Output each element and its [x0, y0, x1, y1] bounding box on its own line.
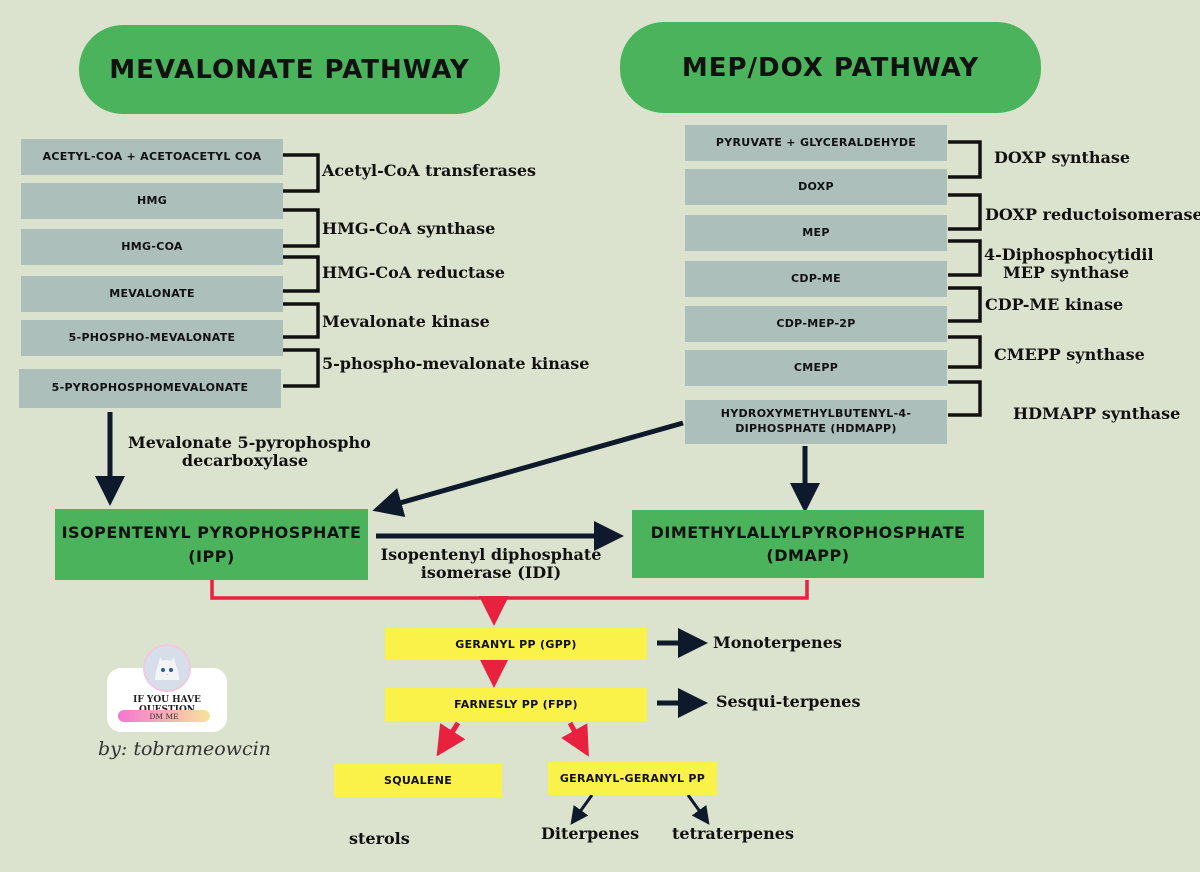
mep-step-3: MEP — [685, 215, 947, 251]
mevalonate-step-6: 5-PYROPHOSPHOMEVALONATE — [19, 369, 281, 408]
enzyme-acetyl-coa-transferases: Acetyl-CoA transferases — [322, 161, 537, 180]
enzyme-cdp-synthase: 4-Diphosphocytidil MEP synthase — [984, 245, 1154, 282]
bracket-mevalonate-kinase — [283, 302, 320, 339]
mevalonate-step-2: HMG — [21, 183, 283, 219]
mep-step-6: CMEPP — [685, 350, 947, 386]
output-monoterpenes: Monoterpenes — [713, 633, 842, 652]
dmapp-box: DIMETHYLALLYLPYROPHOSPHATE (DMAPP) — [632, 510, 984, 578]
enzyme-phospho-mevalonate-kinase: 5-phospho-mevalonate kinase — [322, 354, 590, 373]
ipp-line1: ISOPENTENYL PYROPHOSPHATE — [61, 523, 362, 543]
mevalonate-pathway-title: MEVALONATE PATHWAY — [79, 25, 500, 114]
squalene-box: SQUALENE — [334, 764, 502, 797]
mevalonate-step-3: HMG-COA — [21, 229, 283, 265]
mevalonate-step-1: ACETYL-COA + ACETOACETYL COA — [21, 139, 283, 175]
arrow-ggpp-to-diterpenes — [570, 794, 594, 825]
enzyme-cmepp-synthase: CMEPP synthase — [994, 345, 1145, 364]
ggpp-box: GERANYL-GERANYL PP — [548, 762, 717, 795]
enzyme-decarboxylase: Mevalonate 5-pyrophospho decarboxylase — [128, 433, 371, 470]
bracket-doxp-synthase — [948, 140, 982, 179]
enzyme-cdp-me-kinase: CDP-ME kinase — [985, 295, 1124, 314]
enzyme-isomerase: Isopentenyl diphosphate isomerase (IDI) — [374, 546, 608, 581]
enzyme-mevalonate-kinase: Mevalonate kinase — [322, 312, 490, 331]
gpp-box: GERANYL PP (GPP) — [385, 628, 647, 660]
enzyme-isomerase-line2: isomerase (IDI) — [420, 562, 562, 582]
mep-step-7: HYDROXYMETHYLBUTENYL-4- DIPHOSPHATE (HDM… — [685, 400, 947, 444]
fpp-box: FARNESLY PP (FPP) — [385, 688, 647, 721]
bracket-doxp-reductoisomerase — [948, 193, 982, 231]
enzyme-doxp-reductoisomerase: DOXP reductoisomerase — [985, 205, 1200, 224]
bracket-phospho-mevalonate-kinase — [283, 348, 320, 388]
dmapp-line1: DIMETHYLALLYLPYROPHOSPHATE — [650, 522, 966, 542]
enzyme-decarboxylase-line2: decarboxylase — [181, 450, 309, 470]
enzyme-hmg-coa-reductase: HMG-CoA reductase — [322, 263, 505, 282]
bracket-hdmapp-synthase — [948, 380, 982, 417]
cat-avatar-icon — [145, 646, 189, 690]
enzyme-hmg-coa-synthase: HMG-CoA synthase — [322, 219, 496, 238]
enzyme-cdp-synthase-line2: MEP synthase — [1002, 262, 1130, 282]
arrow-fpp-to-ggpp — [561, 721, 589, 757]
enzyme-cdp-synthase-line1: 4-Diphosphocytidil — [984, 245, 1154, 264]
bracket-cdp-me-kinase — [948, 286, 982, 323]
output-sesquiterpenes: Sesqui-terpenes — [716, 692, 861, 711]
arrow-fpp-to-squalene — [436, 721, 466, 757]
arrow-ggpp-to-tetraterpenes — [686, 794, 710, 825]
mep-step-2: DOXP — [685, 169, 947, 205]
mep-step-4: CDP-ME — [685, 261, 947, 297]
output-diterpenes: Diterpenes — [541, 824, 640, 843]
mep-step-7-line2: DIPHOSPHATE (HDMAPP) — [735, 422, 897, 435]
enzyme-isomerase-line1: Isopentenyl diphosphate — [380, 545, 602, 564]
mep-step-7-line1: HYDROXYMETHYLBUTENYL-4- — [720, 407, 912, 421]
bracket-cdp-synthase — [948, 239, 982, 277]
enzyme-hdmapp-synthase: HDMAPP synthase — [1013, 404, 1181, 423]
dm-me-button[interactable]: DM ME — [118, 710, 210, 722]
red-merge-line — [210, 580, 809, 600]
mevalonate-step-5: 5-PHOSPHO-MEVALONATE — [21, 320, 283, 356]
bracket-acetyl-coa-transferases — [283, 153, 320, 193]
bracket-hmg-coa-synthase — [283, 208, 320, 248]
arrow-hdmapp-to-ipp — [372, 420, 684, 518]
avatar — [143, 644, 191, 692]
mep-step-5: CDP-MEP-2P — [685, 306, 947, 342]
mep-pathway-title: MEP/DOX PATHWAY — [620, 22, 1041, 113]
output-sterols: sterols — [349, 829, 410, 848]
ipp-box: ISOPENTENYL PYROPHOSPHATE (IPP) — [55, 509, 368, 580]
enzyme-doxp-synthase: DOXP synthase — [994, 148, 1131, 167]
ipp-line2: (IPP) — [188, 546, 235, 566]
mevalonate-step-4: MEVALONATE — [21, 276, 283, 312]
mep-step-1: PYRUVATE + GLYCERALDEHYDE — [685, 125, 947, 161]
signature: by: tobrameowcin — [98, 738, 271, 760]
bracket-cmepp-synthase — [948, 335, 982, 369]
dmapp-line2: (DMAPP) — [766, 546, 850, 565]
enzyme-decarboxylase-line1: Mevalonate 5-pyrophospho — [128, 433, 371, 452]
output-tetraterpenes: tetraterpenes — [672, 824, 794, 843]
bracket-hmg-coa-reductase — [283, 255, 320, 293]
